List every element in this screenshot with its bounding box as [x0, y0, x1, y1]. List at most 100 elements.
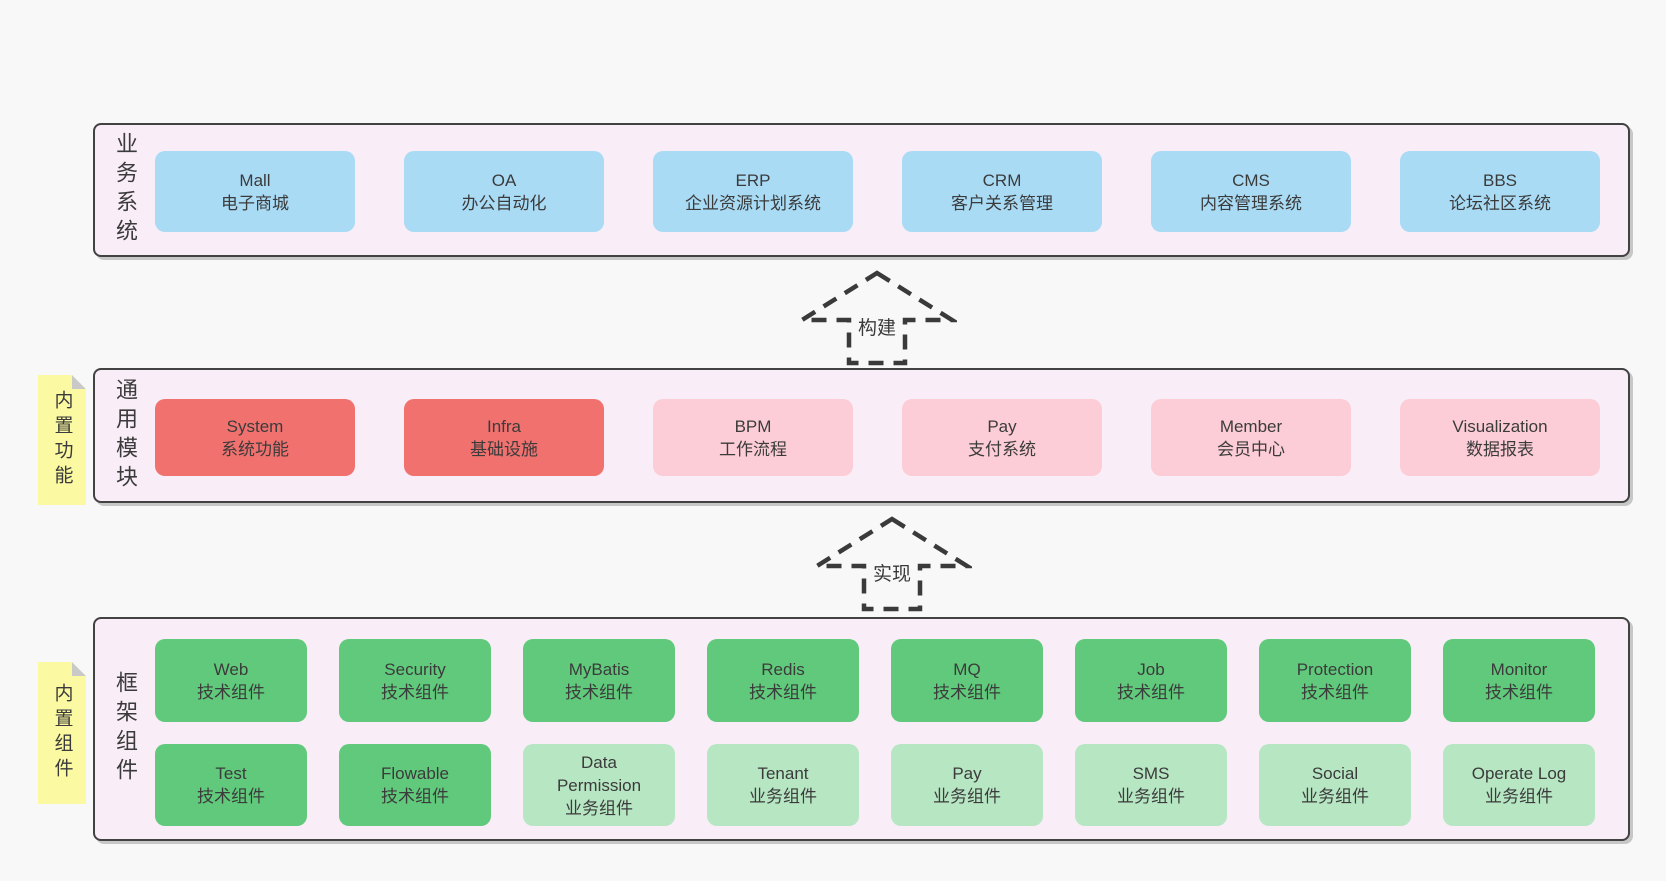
box-desc: 业务组件 — [1301, 787, 1369, 806]
box-desc: 技术组件 — [565, 682, 633, 702]
box-name: Visualization — [1452, 416, 1548, 436]
box-name: Member — [1219, 416, 1283, 436]
box-name: Social — [1311, 764, 1359, 783]
box-operate-log: Operate Log 业务组件 — [1443, 744, 1595, 826]
box-desc: 业务组件 — [565, 798, 633, 818]
box-desc: 工作流程 — [719, 439, 787, 459]
box-name: OA — [491, 170, 517, 190]
arrow-build: 构建 — [797, 268, 957, 368]
box-oa: OA 办公自动化 — [404, 151, 604, 232]
box-name: Protection — [1296, 659, 1374, 679]
box-mall: Mall 电子商城 — [155, 151, 355, 232]
box-desc: 基础设施 — [470, 439, 538, 459]
box-bbs: BBS 论坛社区系统 — [1400, 151, 1600, 232]
box-infra: Infra 基础设施 — [404, 399, 604, 476]
layer-business-systems: 业务系统 Mall 电子商城 OA 办公自动化 ERP 企业资源计划系统 CRM 客户关系管理… — [93, 123, 1630, 257]
box-desc: 业务组件 — [1117, 787, 1185, 806]
sticky-fold-corner — [72, 662, 86, 676]
box-desc: 论坛社区系统 — [1449, 193, 1551, 213]
box-name: BPM — [734, 416, 772, 436]
box-mybatis: MyBatis 技术组件 — [523, 639, 675, 722]
box-bpm: BPM 工作流程 — [653, 399, 853, 476]
box-name: Test — [215, 764, 247, 783]
box-desc: 客户关系管理 — [951, 193, 1053, 213]
sticky-built-in-components: 内置组件 — [38, 662, 86, 804]
sticky-fold-corner — [72, 375, 86, 389]
business-box-row: Mall 电子商城 OA 办公自动化 ERP 企业资源计划系统 CRM 客户关系管理 CMS 内容… — [155, 151, 1600, 232]
box-desc: 技术组件 — [197, 682, 265, 702]
box-desc: 电子商城 — [221, 193, 289, 213]
box-name: Data Permission — [556, 752, 642, 795]
up-arrow-icon — [797, 270, 957, 366]
box-name: Pay — [952, 764, 982, 783]
box-desc: 系统功能 — [221, 439, 289, 459]
box-visualization: Visualization 数据报表 — [1400, 399, 1600, 476]
box-social: Social 业务组件 — [1259, 744, 1411, 826]
box-erp: ERP 企业资源计划系统 — [653, 151, 853, 232]
box-redis: Redis 技术组件 — [707, 639, 859, 722]
arrow-build-label: 构建 — [854, 312, 900, 341]
box-cms: CMS 内容管理系统 — [1151, 151, 1351, 232]
box-flowable: Flowable 技术组件 — [339, 744, 491, 826]
box-name: System — [226, 416, 284, 436]
box-sms: SMS 业务组件 — [1075, 744, 1227, 826]
box-web: Web 技术组件 — [155, 639, 307, 722]
box-name: Flowable — [380, 764, 450, 783]
box-name: Redis — [761, 659, 805, 679]
box-name: MyBatis — [568, 659, 630, 679]
sticky-built-in-features: 内置功能 — [38, 375, 86, 505]
box-name: Monitor — [1490, 659, 1548, 679]
box-name: CRM — [982, 170, 1022, 190]
layer-label-business-systems: 业务系统 — [113, 132, 138, 248]
box-name: CMS — [1232, 170, 1270, 190]
box-name: Web — [213, 659, 249, 679]
box-desc: 业务组件 — [933, 787, 1001, 806]
box-name: Mall — [239, 170, 271, 190]
layer-common-modules: 通用模块 System 系统功能 Infra 基础设施 BPM 工作流程 Pay 支付系统 Me… — [93, 368, 1630, 503]
box-name: Operate Log — [1471, 764, 1567, 783]
box-desc: 支付系统 — [968, 439, 1036, 459]
box-job: Job 技术组件 — [1075, 639, 1227, 722]
layer-label-common-modules: 通用模块 — [113, 377, 138, 494]
box-name: SMS — [1132, 764, 1170, 783]
sticky-built-in-features-label: 内置功能 — [51, 390, 73, 490]
box-name: BBS — [1482, 170, 1518, 190]
box-name: Security — [384, 659, 446, 679]
modules-box-row: System 系统功能 Infra 基础设施 BPM 工作流程 Pay 支付系统 Member 会… — [155, 399, 1600, 476]
box-name: ERP — [735, 170, 771, 190]
layer-label-framework-components: 框架组件 — [113, 671, 138, 787]
box-crm: CRM 客户关系管理 — [902, 151, 1102, 232]
box-desc: 业务组件 — [1485, 787, 1553, 806]
box-security: Security 技术组件 — [339, 639, 491, 722]
box-desc: 技术组件 — [1301, 682, 1369, 702]
box-desc: 技术组件 — [1117, 682, 1185, 702]
box-name: Tenant — [757, 764, 809, 783]
box-desc: 数据报表 — [1466, 439, 1534, 459]
box-protection: Protection 技术组件 — [1259, 639, 1411, 722]
arrow-implement: 实现 — [812, 514, 972, 614]
box-desc: 技术组件 — [749, 682, 817, 702]
box-desc: 内容管理系统 — [1200, 193, 1302, 213]
sticky-built-in-components-label: 内置组件 — [51, 683, 73, 783]
box-pay: Pay 业务组件 — [891, 744, 1043, 826]
box-name: Infra — [486, 416, 522, 436]
box-desc: 技术组件 — [197, 787, 265, 806]
box-system: System 系统功能 — [155, 399, 355, 476]
box-data-permission: Data Permission 业务组件 — [523, 744, 675, 826]
box-desc: 会员中心 — [1217, 439, 1285, 459]
box-pay: Pay 支付系统 — [902, 399, 1102, 476]
arrow-implement-label: 实现 — [869, 558, 915, 587]
box-name: Job — [1137, 659, 1165, 679]
box-desc: 技术组件 — [381, 682, 449, 702]
box-name: Pay — [987, 416, 1017, 436]
box-desc: 技术组件 — [381, 787, 449, 806]
box-desc: 办公自动化 — [461, 193, 547, 213]
box-desc: 企业资源计划系统 — [685, 193, 821, 213]
box-member: Member 会员中心 — [1151, 399, 1351, 476]
